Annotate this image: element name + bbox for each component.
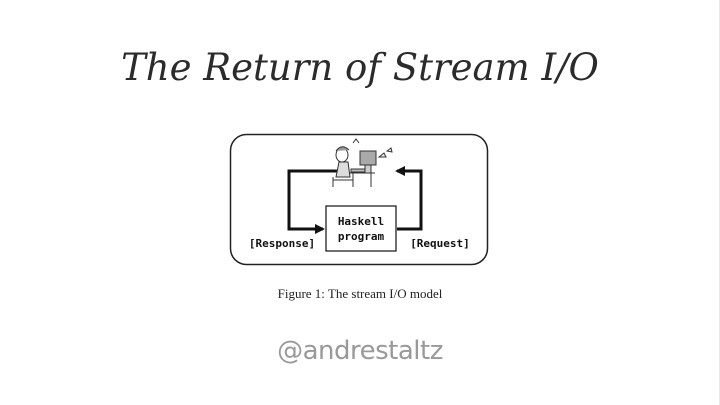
person-at-computer-icon [332,138,393,187]
twitter-handle: @andrestaltz [277,336,443,366]
figure-frame [229,133,489,266]
request-arrow [395,166,423,231]
stream-io-figure: Haskell program [Response] [Request] [229,133,491,267]
slide-title: The Return of Stream I/O [121,46,599,89]
program-label-line1: Haskell [338,215,384,228]
program-box [325,205,397,252]
response-arrow [287,169,337,234]
response-label: [Response] [249,237,315,250]
stream-io-diagram: Haskell program [Response] [Request] [229,133,489,266]
figure-caption: Figure 1: The stream I/O model [277,286,443,301]
program-label-line2: program [338,230,385,243]
request-label: [Request] [410,237,470,250]
